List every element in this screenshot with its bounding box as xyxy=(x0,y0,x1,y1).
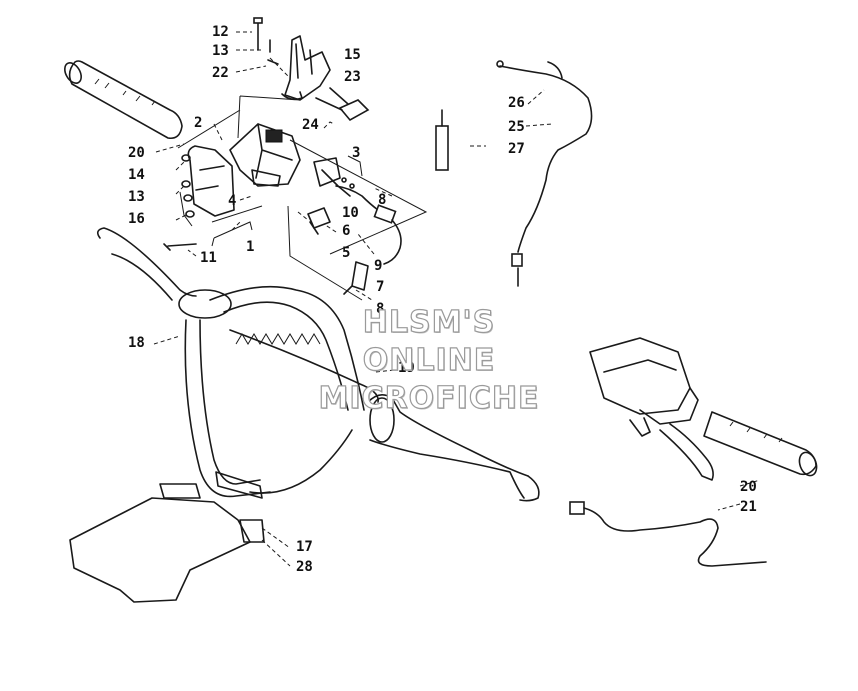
callout-25: 25 xyxy=(508,119,525,135)
callout-4: 4 xyxy=(228,193,237,209)
callout-23: 23 xyxy=(344,69,361,85)
callout-12: 12 xyxy=(212,24,229,40)
fasteners-left xyxy=(163,154,197,251)
throttle-bracket xyxy=(281,35,370,122)
callout-13-left: 13 xyxy=(128,189,145,205)
callout-8-top: 8 xyxy=(378,192,387,208)
left-grip xyxy=(64,60,183,140)
watermark-line-2: ONLINE xyxy=(362,342,496,378)
pad xyxy=(69,483,265,603)
callout-14: 14 xyxy=(128,167,145,183)
callout-20-left: 20 xyxy=(128,145,145,161)
callout-28: 28 xyxy=(296,559,313,575)
handlebar xyxy=(96,227,540,502)
callout-2: 2 xyxy=(194,115,203,131)
callout-17: 17 xyxy=(296,539,313,555)
brake-assembly xyxy=(589,337,818,481)
throttle-cable xyxy=(496,60,593,287)
callout-10: 10 xyxy=(342,205,359,221)
callout-26: 26 xyxy=(508,95,525,111)
switch-body-6 xyxy=(307,207,331,235)
callout-13: 13 xyxy=(212,43,229,59)
brake-switch-wire xyxy=(569,501,767,567)
callout-1: 1 xyxy=(246,239,255,255)
callout-16: 16 xyxy=(128,211,145,227)
callout-27: 27 xyxy=(508,141,525,157)
callout-21: 21 xyxy=(740,499,757,515)
callout-5: 5 xyxy=(342,245,351,261)
callout-24: 24 xyxy=(302,117,319,133)
watermark-line-3: MICROFICHE xyxy=(318,380,540,416)
kill-switch xyxy=(313,157,402,265)
callout-18: 18 xyxy=(128,335,145,351)
callout-19: 19 xyxy=(398,360,415,376)
callout-9: 9 xyxy=(374,258,383,274)
callout-7: 7 xyxy=(376,279,385,295)
callout-22: 22 xyxy=(212,65,229,81)
tool-27 xyxy=(435,109,449,171)
screws-top xyxy=(253,17,279,65)
callout-15: 15 xyxy=(344,47,361,63)
callout-3: 3 xyxy=(352,145,361,161)
callout-6: 6 xyxy=(342,223,351,239)
callout-11: 11 xyxy=(200,250,217,266)
callout-8-bottom: 8 xyxy=(376,301,385,317)
watermark-line-1: HLSM'S xyxy=(362,304,496,340)
switch-housing xyxy=(187,123,301,217)
callout-20-right: 20 xyxy=(740,479,757,495)
